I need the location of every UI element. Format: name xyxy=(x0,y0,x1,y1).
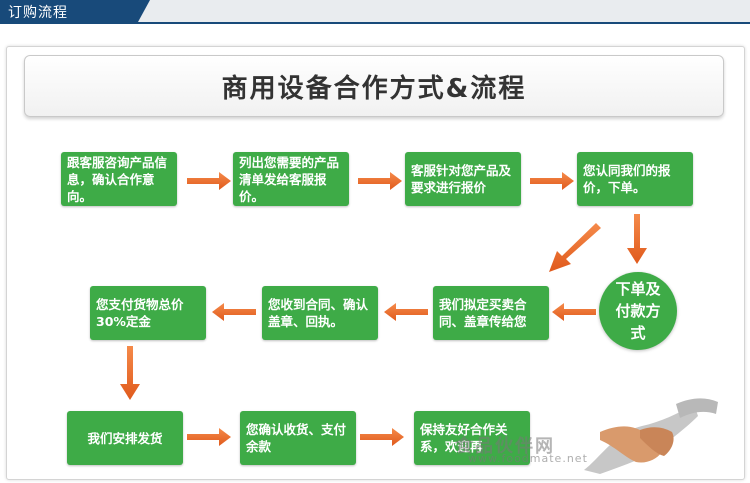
step-cooperation-text: 保持友好合作关系，欢迎再 xyxy=(420,422,508,454)
arrow-right-5 xyxy=(360,428,404,446)
arrow-right-1 xyxy=(187,172,231,190)
step-confirm-contract: 您收到合同、确认盖章、回执。 xyxy=(262,286,378,340)
step-confirm-receipt-text: 您确认收货、支付余款 xyxy=(246,422,347,454)
arrow-left-3 xyxy=(212,303,256,321)
header-bar xyxy=(0,0,750,22)
step-confirm-contract-text: 您收到合同、确认盖章、回执。 xyxy=(268,297,369,329)
title-box: 商用设备合作方式&流程 xyxy=(24,55,724,117)
step-deposit-text: 您支付货物总价30%定金 xyxy=(96,297,184,329)
step-cooperation: 保持友好合作关系，欢迎再 xyxy=(414,411,530,465)
arrow-down-2 xyxy=(120,346,140,400)
content-frame xyxy=(6,46,745,480)
step-shipping: 我们安排发货 xyxy=(67,411,183,465)
step-product-list-text: 列出您需要的产品清单发给客服报价。 xyxy=(239,154,340,204)
step-draft-contract: 我们拟定买卖合同、盖章传给您 xyxy=(433,286,549,340)
step-consult-info: 跟客服咨询产品信息，确认合作意向。 xyxy=(61,152,177,206)
arrow-right-2 xyxy=(358,172,402,190)
step-draft-contract-text: 我们拟定买卖合同、盖章传给您 xyxy=(439,297,527,329)
header-underline xyxy=(0,22,750,24)
header-title: 订购流程 xyxy=(8,5,68,21)
watermark-en: www.foodmate.net xyxy=(468,452,588,465)
step-confirm-receipt: 您确认收货、支付余款 xyxy=(240,411,356,465)
arrow-left-1 xyxy=(552,303,596,321)
header-tab xyxy=(0,0,150,22)
step-accept-order-text: 您认同我们的报价，下单。 xyxy=(583,163,671,195)
step-accept-order: 您认同我们的报价，下单。 xyxy=(577,152,693,206)
arrow-diagonal xyxy=(549,223,601,272)
page-title: 商用设备合作方式&流程 xyxy=(221,74,527,104)
step-deposit: 您支付货物总价30%定金 xyxy=(90,286,206,340)
step-quote: 客服针对您产品及要求进行报价 xyxy=(405,152,521,206)
step-consult-info-text: 跟客服咨询产品信息，确认合作意向。 xyxy=(67,154,168,204)
arrow-left-2 xyxy=(384,303,428,321)
arrow-right-4 xyxy=(187,428,231,446)
step-shipping-text: 我们安排发货 xyxy=(87,430,163,446)
handshake-icon xyxy=(584,398,718,474)
order-payment-circle-text: 下单及付款方式 xyxy=(615,280,661,342)
arrow-right-3 xyxy=(530,172,574,190)
watermark-cn: 食品伙伴网 xyxy=(455,436,555,457)
order-payment-circle: 下单及付款方式 xyxy=(599,272,677,350)
arrow-down-to-circle xyxy=(627,214,647,264)
step-quote-text: 客服针对您产品及要求进行报价 xyxy=(411,163,512,195)
step-product-list: 列出您需要的产品清单发给客服报价。 xyxy=(233,152,349,206)
